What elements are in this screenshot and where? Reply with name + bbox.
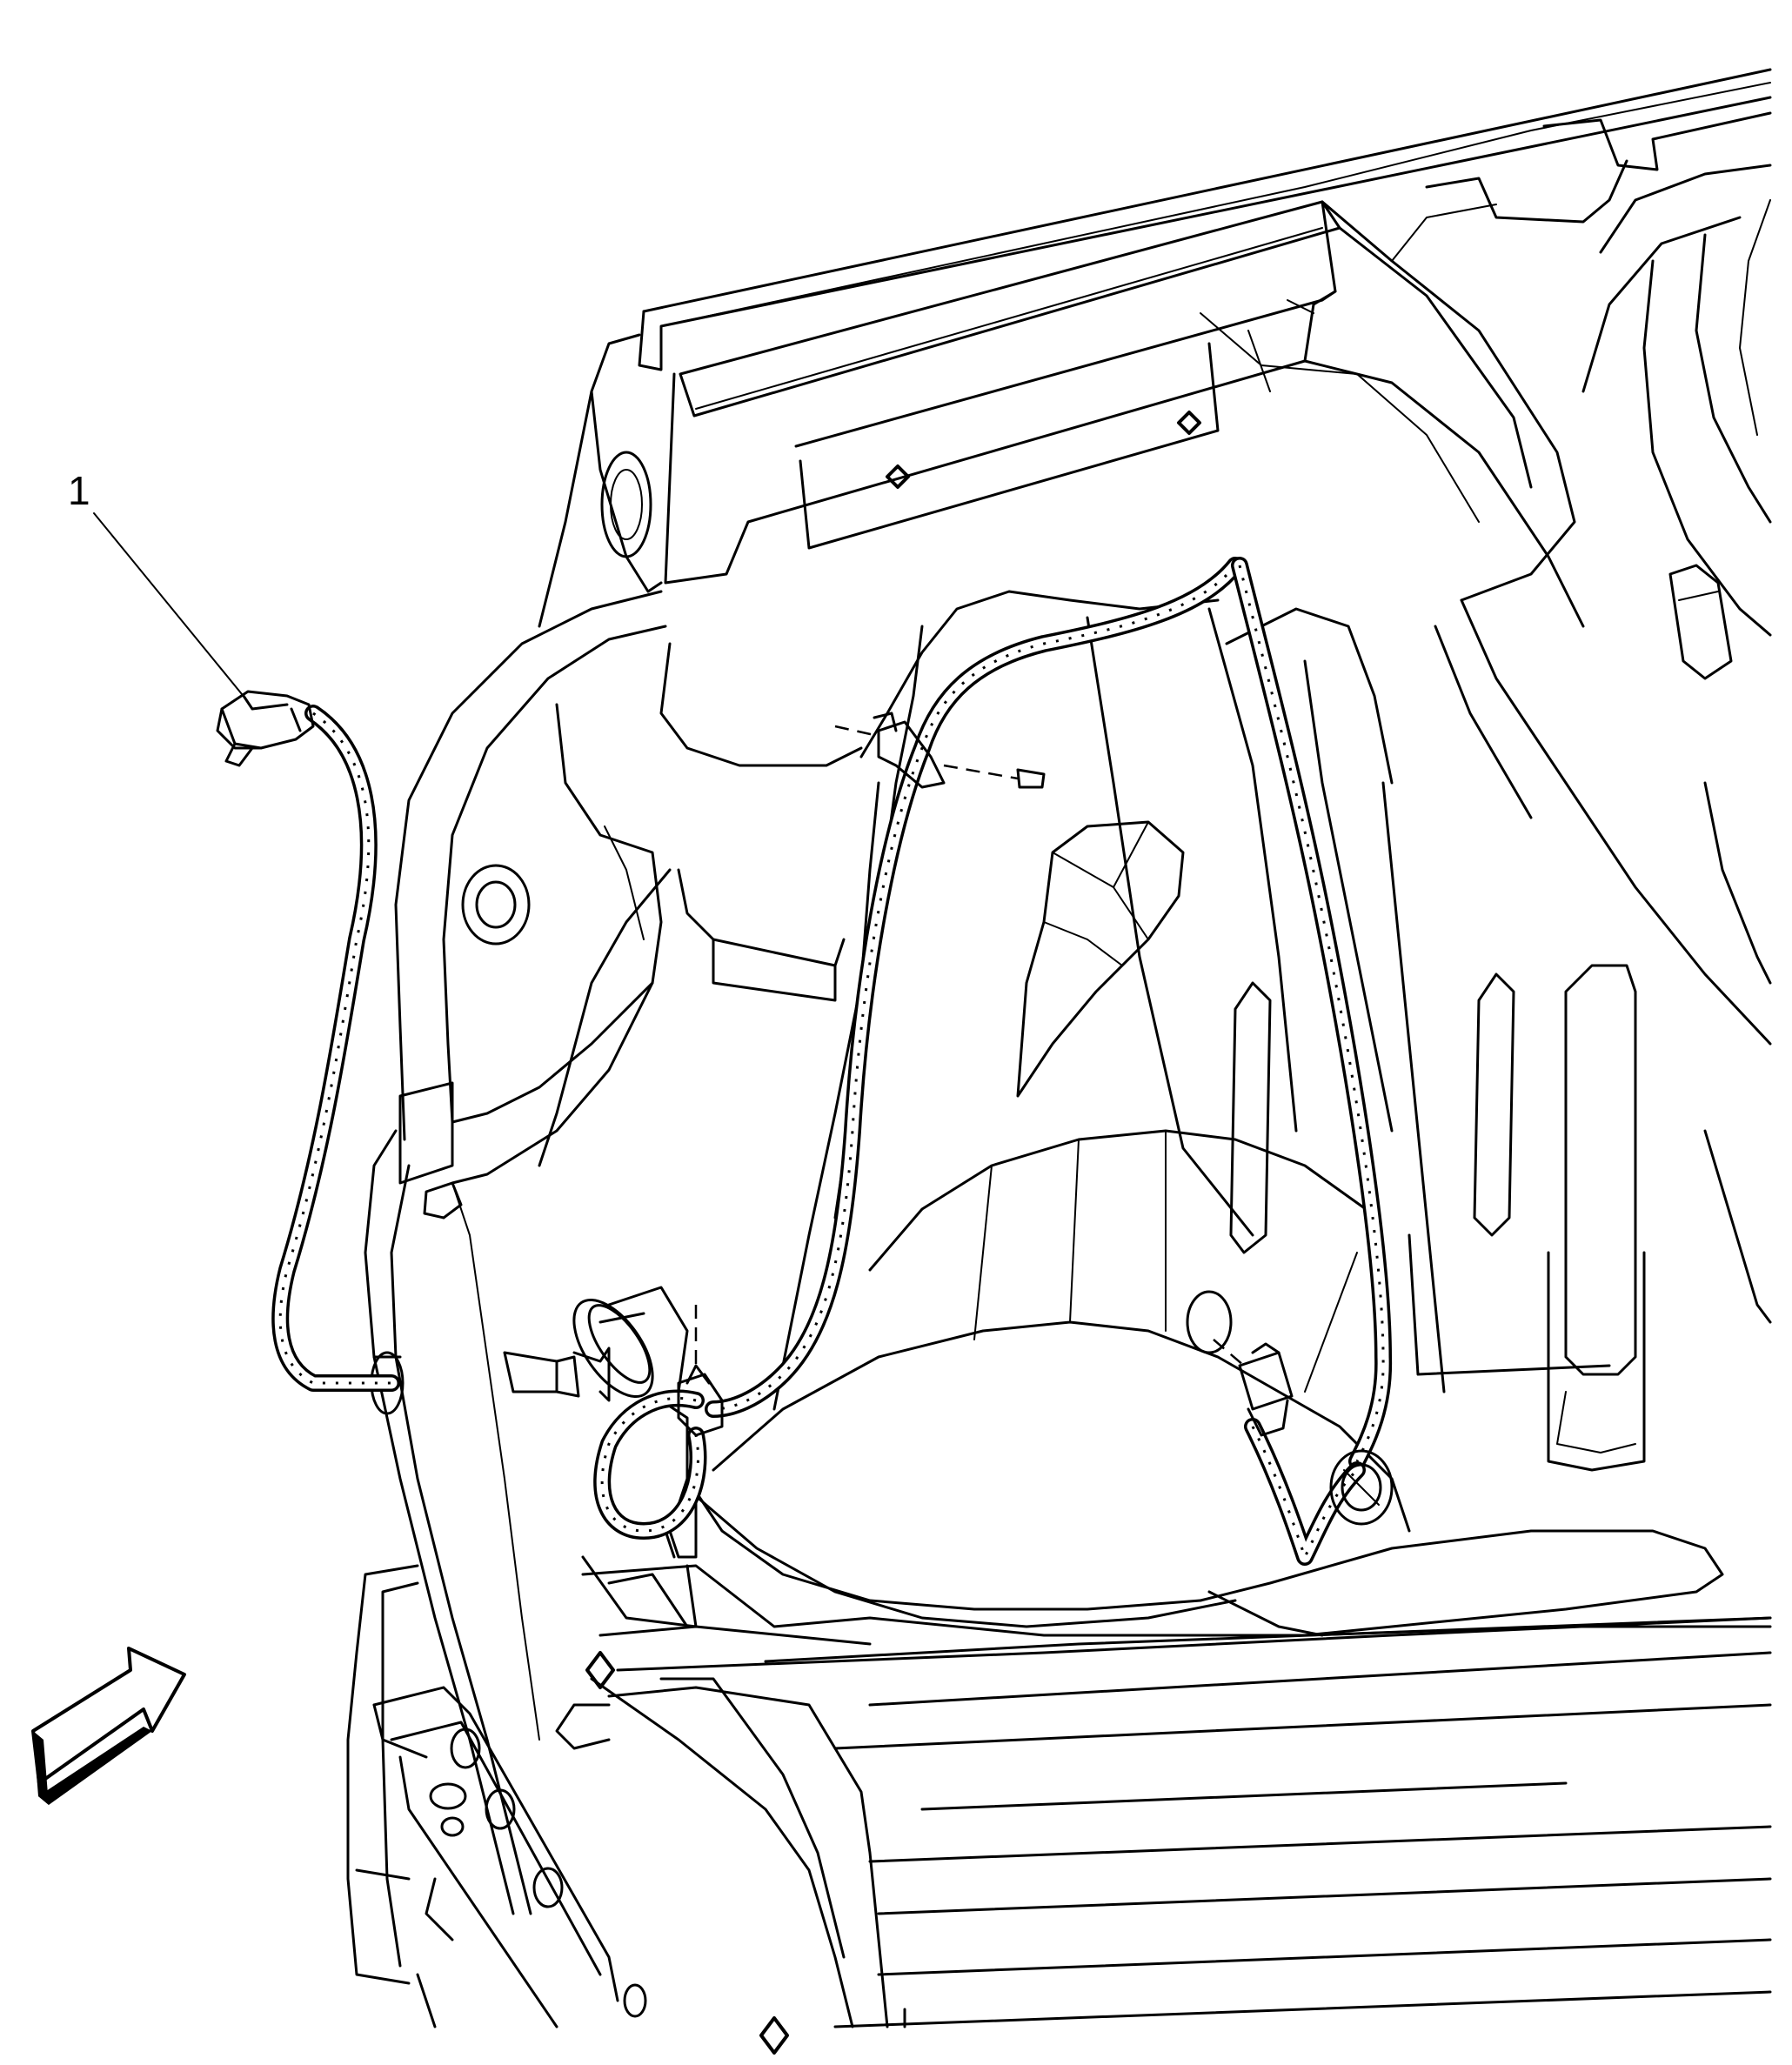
left-hinge-pillar	[538, 333, 663, 628]
view-direction-arrow-icon	[31, 1647, 186, 1805]
harness-connector	[216, 690, 315, 767]
right-connector	[1238, 1342, 1294, 1437]
package-shelf	[638, 68, 1772, 585]
left-quarter-inner-panel	[364, 590, 667, 1915]
harness-clip-upper	[834, 712, 1046, 789]
trunk-floor	[538, 590, 1772, 1628]
harness-clip-lower	[677, 1305, 724, 1437]
wiring-harness	[271, 557, 1393, 1566]
callout-leader-line	[93, 512, 243, 695]
callout-number: 1	[68, 468, 90, 513]
tail-lamp-socket-assembly	[370, 1286, 698, 1559]
callout-1: 1	[68, 468, 243, 695]
rear-sill	[346, 1529, 1772, 2055]
right-quarter-panel	[1200, 164, 1772, 1046]
right-grommet	[1186, 1290, 1394, 1526]
